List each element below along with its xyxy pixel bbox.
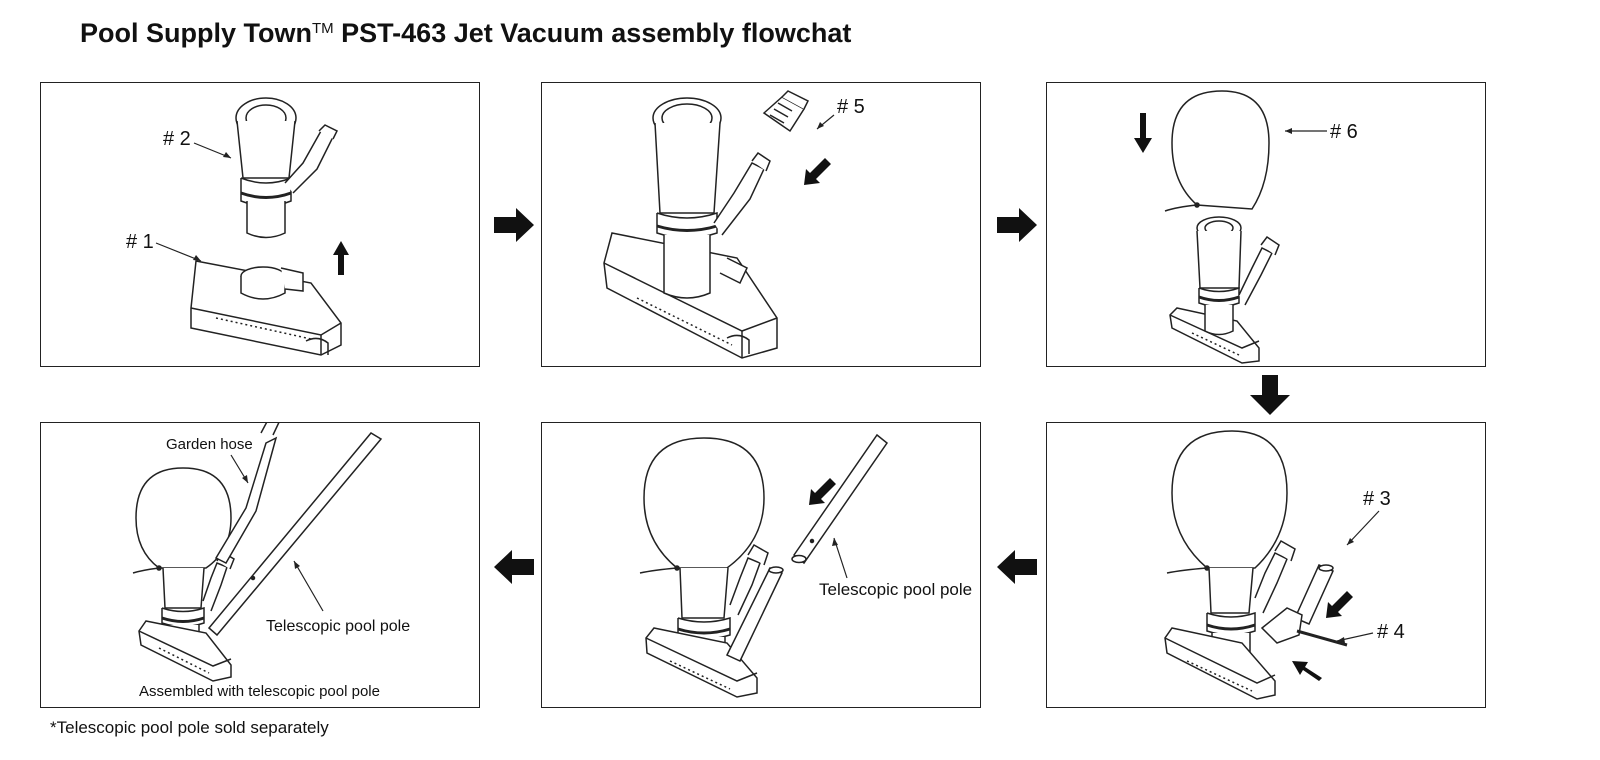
step-6-panel: Garden hose Telescopic pool pole Assembl… (40, 422, 480, 708)
step-6-illustration: Garden hose Telescopic pool pole Assembl… (132, 423, 410, 700)
footnote: *Telescopic pool pole sold separately (50, 718, 329, 737)
trademark-mark: TM (311, 20, 334, 37)
label-part-2: # 2 (163, 128, 191, 150)
flow-arrow-left-2 (494, 550, 534, 584)
label-telescopic-pole: Telescopic pool pole (266, 618, 410, 635)
label-garden-hose: Garden hose (166, 436, 253, 453)
down-left-arrow-icon (804, 158, 831, 185)
step-4-panel: # 3 # 4 (1046, 422, 1486, 708)
label-telescopic-pole: Telescopic pool pole (819, 580, 972, 599)
step-5-panel: Telescopic pool pole (541, 422, 981, 708)
flow-arrow-right-1 (494, 208, 534, 242)
insert-arrow-icon (1326, 591, 1353, 618)
step-1-panel: # 2 # 1 (40, 82, 480, 367)
step-2-illustration: # 5 (603, 90, 865, 359)
title-text: PST-463 Jet Vacuum assembly flowchat (333, 18, 852, 48)
flow-arrow-left-1 (997, 550, 1037, 584)
step-4-illustration: # 3 # 4 (1164, 430, 1405, 700)
step-3-illustration: # 6 (1134, 90, 1358, 364)
label-part-1: # 1 (126, 231, 154, 253)
step-3-panel: # 6 (1046, 82, 1486, 367)
step-2-panel: # 5 (541, 82, 981, 367)
label-part-6: # 6 (1330, 121, 1358, 143)
label-part-4: # 4 (1377, 621, 1405, 643)
insert-pin-arrow-icon (1292, 661, 1322, 681)
label-part-5: # 5 (837, 96, 865, 118)
flow-arrow-down (1250, 375, 1290, 415)
brand-name: Pool Supply Town (80, 18, 312, 48)
label-part-3: # 3 (1363, 488, 1391, 510)
flow-arrow-right-2 (997, 208, 1037, 242)
page-title: Pool Supply TownTM PST-463 Jet Vacuum as… (80, 18, 851, 49)
step-5-illustration: Telescopic pool pole (639, 433, 972, 698)
step-1-illustration: # 2 # 1 (126, 97, 349, 356)
attach-pole-arrow-icon (809, 478, 836, 505)
up-arrow-icon (333, 241, 349, 275)
assembled-caption: Assembled with telescopic pool pole (139, 683, 380, 700)
down-arrow-icon (1134, 113, 1152, 153)
